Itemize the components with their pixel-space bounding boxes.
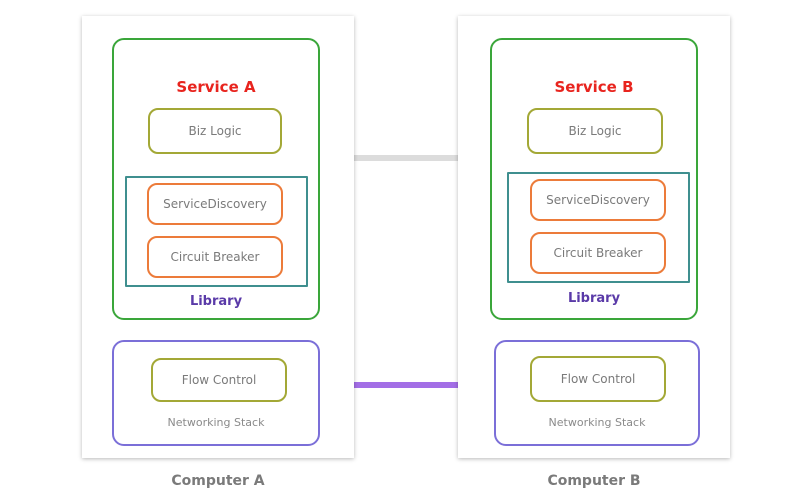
computer-a-flow-control: Flow Control xyxy=(151,358,287,402)
service-b-circuit-breaker: Circuit Breaker xyxy=(530,232,666,274)
network-link xyxy=(318,382,494,388)
service-b-title: Service B xyxy=(554,78,634,96)
computer-a-networking-stack-label: Networking Stack xyxy=(167,416,265,429)
service-link xyxy=(322,155,490,161)
service-a-biz-logic: Biz Logic xyxy=(148,108,282,154)
service-a-library-box xyxy=(125,176,308,287)
computer-b-panel xyxy=(458,16,730,458)
service-a-circuit-breaker: Circuit Breaker xyxy=(147,236,283,278)
service-a-title: Service A xyxy=(176,78,256,96)
computer-b-networking-stack-label: Networking Stack xyxy=(548,416,646,429)
service-b-container xyxy=(490,38,698,320)
service-a-library-label: Library xyxy=(189,294,243,309)
computer-a-label: Computer A xyxy=(171,473,265,489)
service-b-library-label: Library xyxy=(567,291,621,306)
service-b-service-discovery: ServiceDiscovery xyxy=(530,179,666,221)
computer-b-flow-control: Flow Control xyxy=(530,356,666,402)
service-b-biz-logic: Biz Logic xyxy=(527,108,663,154)
computer-b-label: Computer B xyxy=(547,473,641,489)
service-a-service-discovery: ServiceDiscovery xyxy=(147,183,283,225)
service-b-library-box xyxy=(507,172,690,283)
service-a-container xyxy=(112,38,320,320)
computer-a-networking-stack xyxy=(112,340,320,446)
computer-b-networking-stack xyxy=(494,340,700,446)
